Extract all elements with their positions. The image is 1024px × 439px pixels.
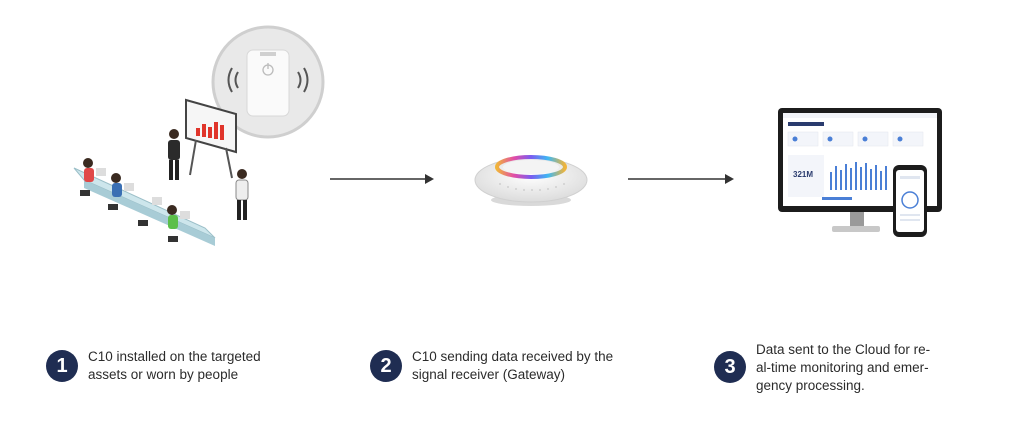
step-2: 2 C10 sending data received by the signa… [370,348,613,384]
presenter-figure [168,129,180,180]
office-illustration [73,25,325,246]
dashboard-bar-chart [830,162,887,190]
flow-arrow-2 [628,174,734,184]
tag-magnifier [204,25,325,141]
step-2-text: C10 sending data received by the signal … [412,349,614,382]
power-icon [262,63,274,76]
presentation-board [185,98,237,179]
diagram-scene: 321M [73,25,942,246]
office-desks [73,158,216,246]
flow-arrow-1 [330,174,434,184]
step-1-text: C10 installed on the targeted assets or … [88,349,261,382]
step-3: 3 Data sent to the Cloud for re- al-time… [714,341,930,395]
step-2-number: 2 [370,350,402,382]
standing-person [235,169,249,220]
step-1: 1 C10 installed on the targeted assets o… [46,348,261,384]
gateway-device-icon [474,155,588,206]
signal-waves-icon [227,67,309,93]
step-3-text: Data sent to the Cloud for re- al-time m… [756,342,931,393]
diagram-illustration: 321M [73,25,942,246]
dashboard-big-value: 321M [793,170,813,179]
step-1-number: 1 [46,350,78,382]
step-3-number: 3 [714,351,746,383]
phone-icon [893,165,927,237]
